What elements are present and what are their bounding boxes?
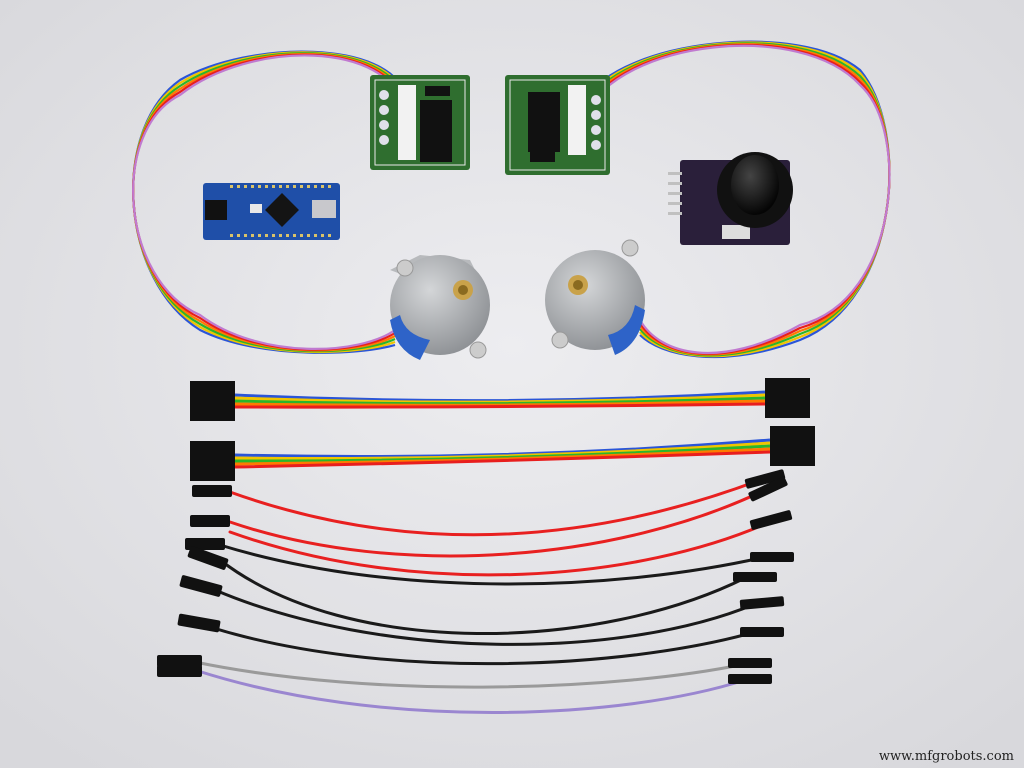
red-jumper-wire	[228, 488, 767, 558]
stepper-motor-left	[390, 255, 490, 360]
pin	[251, 234, 254, 237]
right-loop-ribbon-cable	[584, 40, 891, 359]
pin	[328, 234, 331, 237]
black-jumper-wire	[213, 588, 757, 646]
connector-housing	[192, 485, 232, 497]
black-jumper-wire	[208, 625, 757, 666]
ribbon-jumper-cable-bottom	[190, 426, 815, 481]
connector-housing	[770, 426, 815, 466]
pin	[279, 185, 282, 188]
connector-housing	[728, 674, 772, 684]
pin	[258, 234, 261, 237]
pin	[230, 234, 233, 237]
pin	[300, 234, 303, 237]
pin	[314, 185, 317, 188]
jumper-connector-housings	[157, 469, 794, 684]
pin	[307, 234, 310, 237]
pin	[237, 185, 240, 188]
pin	[244, 185, 247, 188]
black-jumper-wire	[218, 558, 747, 636]
pin	[286, 234, 289, 237]
wire	[584, 44, 891, 355]
watermark: www.mfgrobots.com	[878, 749, 1014, 764]
pin	[293, 185, 296, 188]
connector-housing	[190, 515, 230, 527]
wire	[234, 450, 771, 469]
connector-housing	[190, 441, 235, 481]
stepper-driver-board-left	[370, 75, 470, 170]
connector-housing	[739, 596, 785, 610]
connector-housing	[179, 575, 223, 597]
pin	[230, 185, 233, 188]
pin	[237, 234, 240, 237]
left-loop-ribbon-cable	[132, 50, 407, 354]
pin	[321, 185, 324, 188]
wire	[132, 54, 407, 350]
pin	[293, 234, 296, 237]
pin	[286, 185, 289, 188]
purple-jumper-wire	[193, 668, 747, 714]
black-jumper-wire	[218, 543, 767, 586]
red-jumper-wire	[228, 478, 762, 537]
connector-housing	[744, 469, 786, 489]
pin	[244, 234, 247, 237]
connector-housing	[187, 546, 229, 570]
pin	[321, 234, 324, 237]
pin	[307, 185, 310, 188]
individual-jumper-wires	[193, 478, 772, 714]
connector-housing	[750, 552, 794, 562]
arduino-nano-board	[203, 183, 340, 240]
red-jumper-wire	[228, 520, 772, 577]
grey-jumper-wire	[193, 660, 747, 689]
connector-housing	[749, 510, 793, 530]
pin	[258, 185, 261, 188]
stepper-driver-board-right	[505, 75, 610, 175]
connector-housing	[740, 627, 784, 637]
pin	[265, 185, 268, 188]
connector-housing	[728, 658, 772, 668]
joystick-module	[668, 152, 793, 245]
connector-housing	[157, 655, 202, 667]
connector-housing	[177, 613, 221, 633]
connector-housing	[733, 572, 777, 582]
pin	[314, 234, 317, 237]
stepper-motor-right	[545, 239, 645, 355]
connector-housing	[157, 665, 202, 677]
connector-housing	[190, 381, 235, 421]
pin	[265, 234, 268, 237]
connector-housing	[765, 378, 810, 418]
wire	[234, 402, 766, 409]
pin	[272, 234, 275, 237]
ribbon-jumper-cable-top	[190, 378, 810, 421]
connector-housing	[748, 476, 788, 502]
pin	[272, 185, 275, 188]
pin	[300, 185, 303, 188]
pin	[279, 234, 282, 237]
pin	[251, 185, 254, 188]
pin	[328, 185, 331, 188]
